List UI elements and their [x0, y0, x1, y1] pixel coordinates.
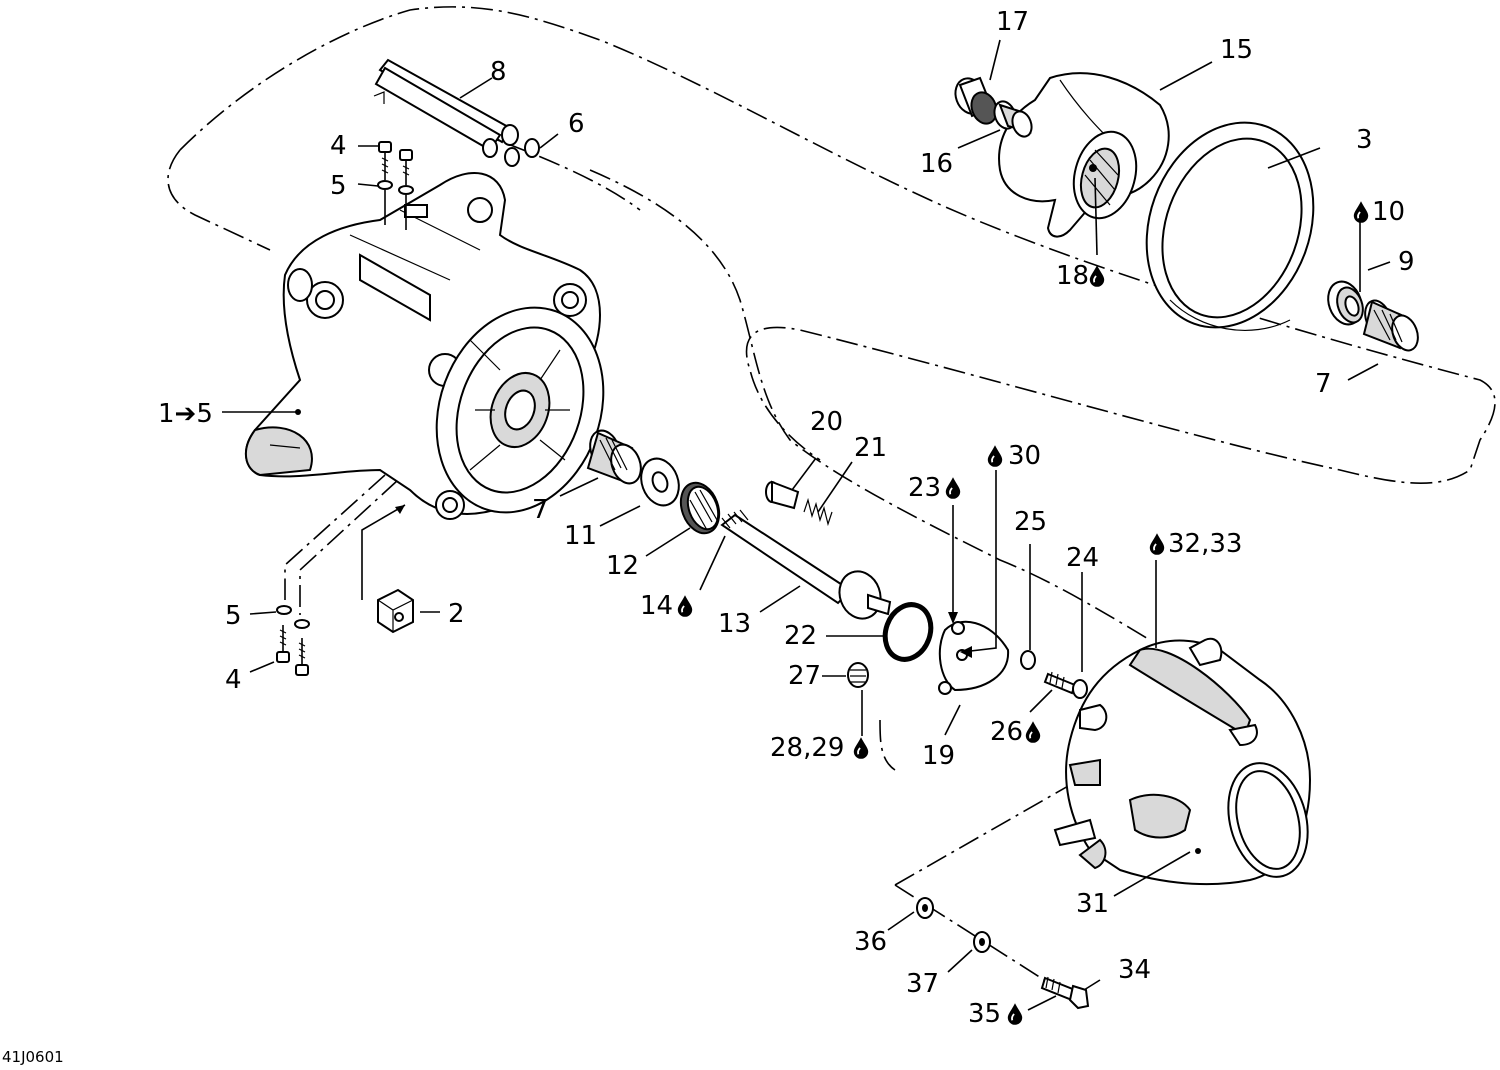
pump-housing-1: [245, 172, 605, 520]
callout-36: 36: [854, 927, 887, 957]
washer-11: [640, 457, 680, 507]
washers-5-bottom: [276, 605, 310, 629]
part-6-o-rings: [482, 138, 540, 167]
callout-5-top: 5: [330, 171, 347, 201]
callout-35: 35: [968, 999, 1001, 1029]
drop-icon: [1006, 1002, 1024, 1026]
drop-icon: [676, 594, 694, 618]
washer-36: [916, 897, 934, 919]
callout-37: 37: [906, 969, 939, 999]
callout-31: 31: [1076, 889, 1109, 919]
drop-icon: [944, 476, 962, 500]
drop-icon: [1088, 264, 1106, 288]
seal-9: [1327, 280, 1364, 326]
callout-22: 22: [784, 621, 817, 651]
shaft-13: [720, 509, 892, 620]
callout-3: 3: [1356, 125, 1373, 155]
callout-27: 27: [788, 661, 821, 691]
wear-ring-3: [1145, 121, 1315, 331]
callout-21: 21: [854, 433, 887, 463]
part-17: [954, 76, 998, 125]
drop-icon: [986, 444, 1004, 468]
lubricant-markers: [676, 200, 1370, 1026]
bearing-7-lower: [586, 429, 642, 485]
plug-27: [847, 662, 869, 688]
callout-25: 25: [1014, 507, 1047, 537]
callout-5-bottom: 5: [225, 601, 242, 631]
callout-6: 6: [568, 109, 585, 139]
callout-13: 13: [718, 609, 751, 639]
callout-4-bottom: 4: [225, 665, 242, 695]
callout-28-29: 28,29: [770, 733, 844, 763]
bolts-4-bottom: [276, 625, 309, 676]
callout-19: 19: [922, 741, 955, 771]
callout-34: 34: [1118, 955, 1151, 985]
callout-2: 2: [448, 599, 465, 629]
spring-21: [803, 497, 833, 527]
callout-7-upper: 7: [1315, 369, 1332, 399]
drop-icon: [1148, 532, 1166, 556]
part-8-tube: [373, 58, 519, 152]
callout-labels: 1➔5 2 3 4 4 5 5 6 7 7 8 9 10 11 12 13 14…: [158, 7, 1415, 1029]
venturi-31: [1053, 637, 1312, 886]
screw-20: [765, 480, 800, 510]
callout-30: 30: [1008, 441, 1041, 471]
callout-14: 14: [640, 591, 673, 621]
screw-24: [1043, 671, 1088, 699]
part-2-nut: [361, 504, 414, 634]
callout-7-lower: 7: [532, 495, 549, 525]
part-16: [993, 100, 1033, 138]
callout-23: 23: [908, 473, 941, 503]
impeller-15: [998, 72, 1170, 238]
cap-19: [938, 620, 1010, 695]
callout-17: 17: [996, 7, 1029, 37]
o-ring-22: [882, 602, 934, 662]
callout-11: 11: [564, 521, 597, 551]
bolt-34: [1040, 976, 1090, 1010]
callout-32-33: 32,33: [1168, 529, 1242, 559]
callout-18: 18: [1056, 261, 1089, 291]
callout-26: 26: [990, 717, 1023, 747]
callout-20: 20: [810, 407, 843, 437]
callout-16: 16: [920, 149, 953, 179]
drop-icon: [1352, 200, 1370, 224]
callout-4-top: 4: [330, 131, 347, 161]
diagram-code: 41J0601: [2, 1048, 64, 1066]
drop-icon: [1024, 720, 1042, 744]
callout-12: 12: [606, 551, 639, 581]
bolts-4-top: [378, 141, 413, 185]
callout-10: 10: [1372, 197, 1405, 227]
callout-15: 15: [1220, 35, 1253, 65]
washer-25: [1020, 650, 1036, 670]
bearing-7-upper: [1362, 299, 1419, 352]
callout-24: 24: [1066, 543, 1099, 573]
seal-12: [679, 481, 721, 535]
drop-icon: [852, 736, 870, 760]
callout-1-5: 1➔5: [158, 399, 213, 429]
washer-37: [973, 931, 991, 953]
callout-8: 8: [490, 57, 507, 87]
washers-5-top: [377, 180, 414, 230]
leader-lines: [222, 39, 1391, 1011]
callout-9: 9: [1398, 247, 1415, 277]
